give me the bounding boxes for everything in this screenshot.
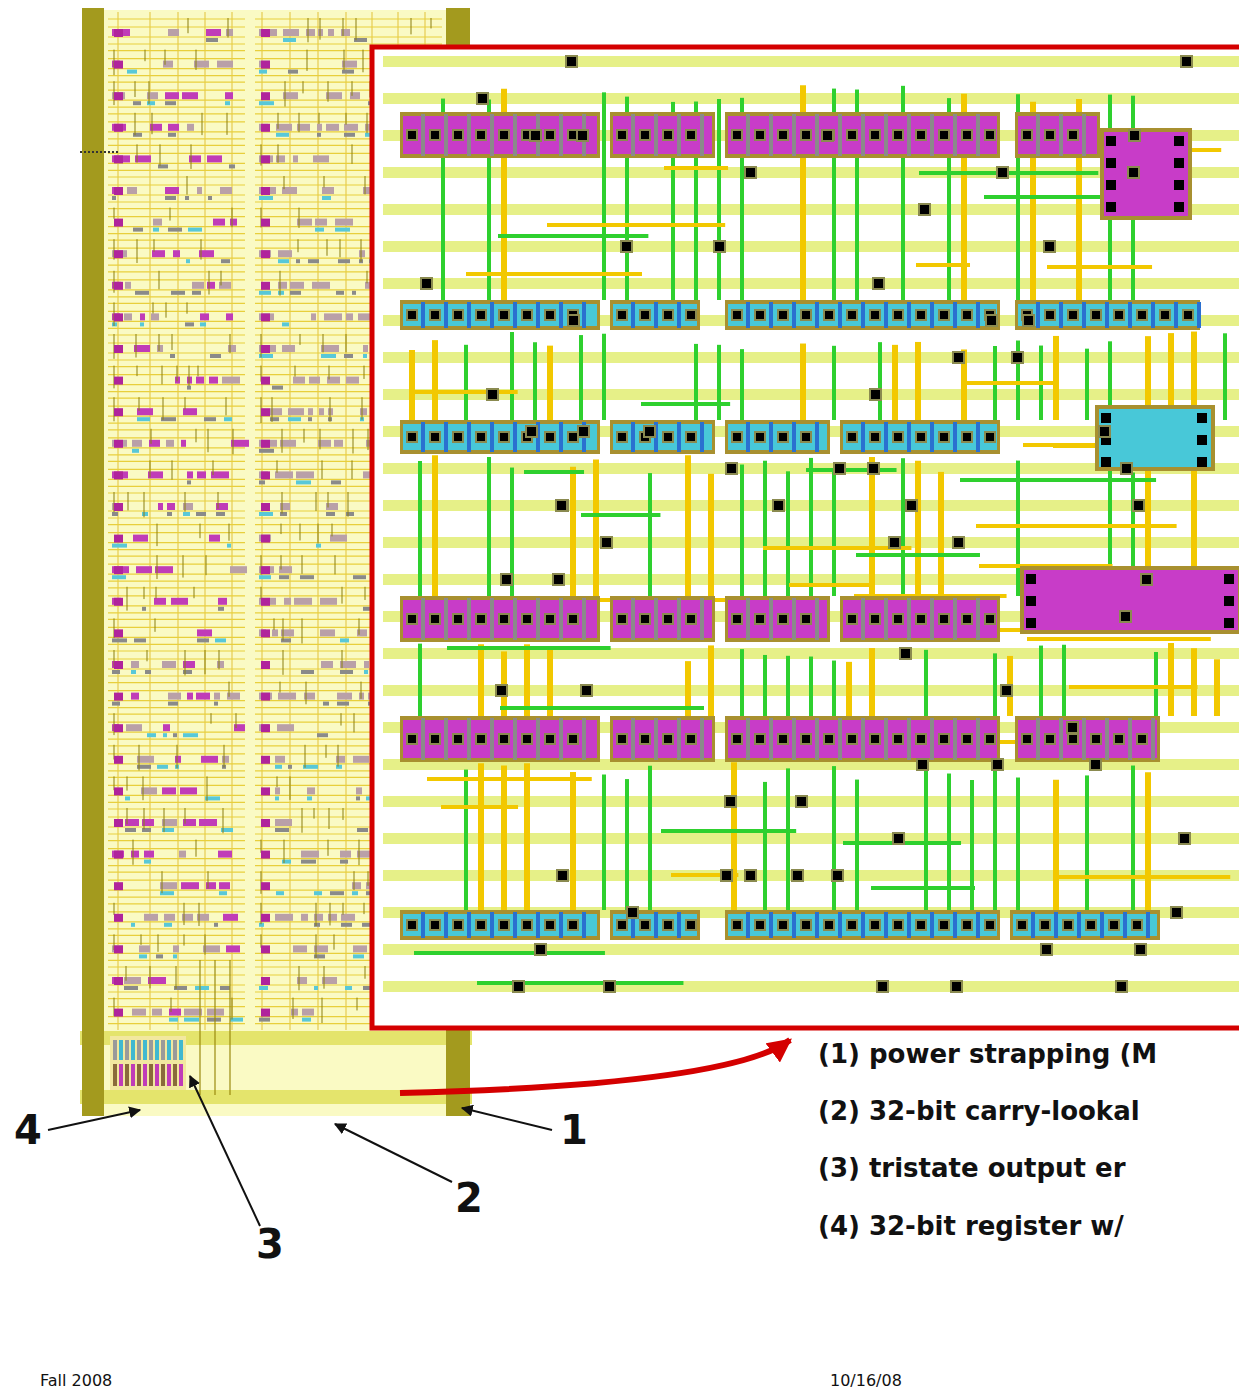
zoom-inset <box>372 47 1239 1028</box>
callout-description: (4) 32-bit register w/ <box>818 1212 1124 1241</box>
tristate-block <box>110 1036 186 1090</box>
callout-description: (1) power strapping (M <box>818 1040 1157 1069</box>
callout-number: 3 <box>256 1222 284 1266</box>
footer-date: 10/16/08 <box>830 1372 902 1390</box>
callout-number: 1 <box>560 1108 588 1152</box>
callout-description: (3) tristate output er <box>818 1154 1126 1183</box>
leader-line <box>48 1110 140 1130</box>
callout-number: 4 <box>14 1108 42 1152</box>
callout-number: 2 <box>455 1176 483 1220</box>
leader-line <box>190 1076 260 1226</box>
zoom-arrow <box>400 1040 790 1093</box>
footer-text: Fall 2008 <box>40 1372 112 1390</box>
leader-line <box>462 1108 552 1130</box>
leader-line <box>335 1124 452 1182</box>
callout-description: (2) 32-bit carry-lookal <box>818 1097 1140 1126</box>
